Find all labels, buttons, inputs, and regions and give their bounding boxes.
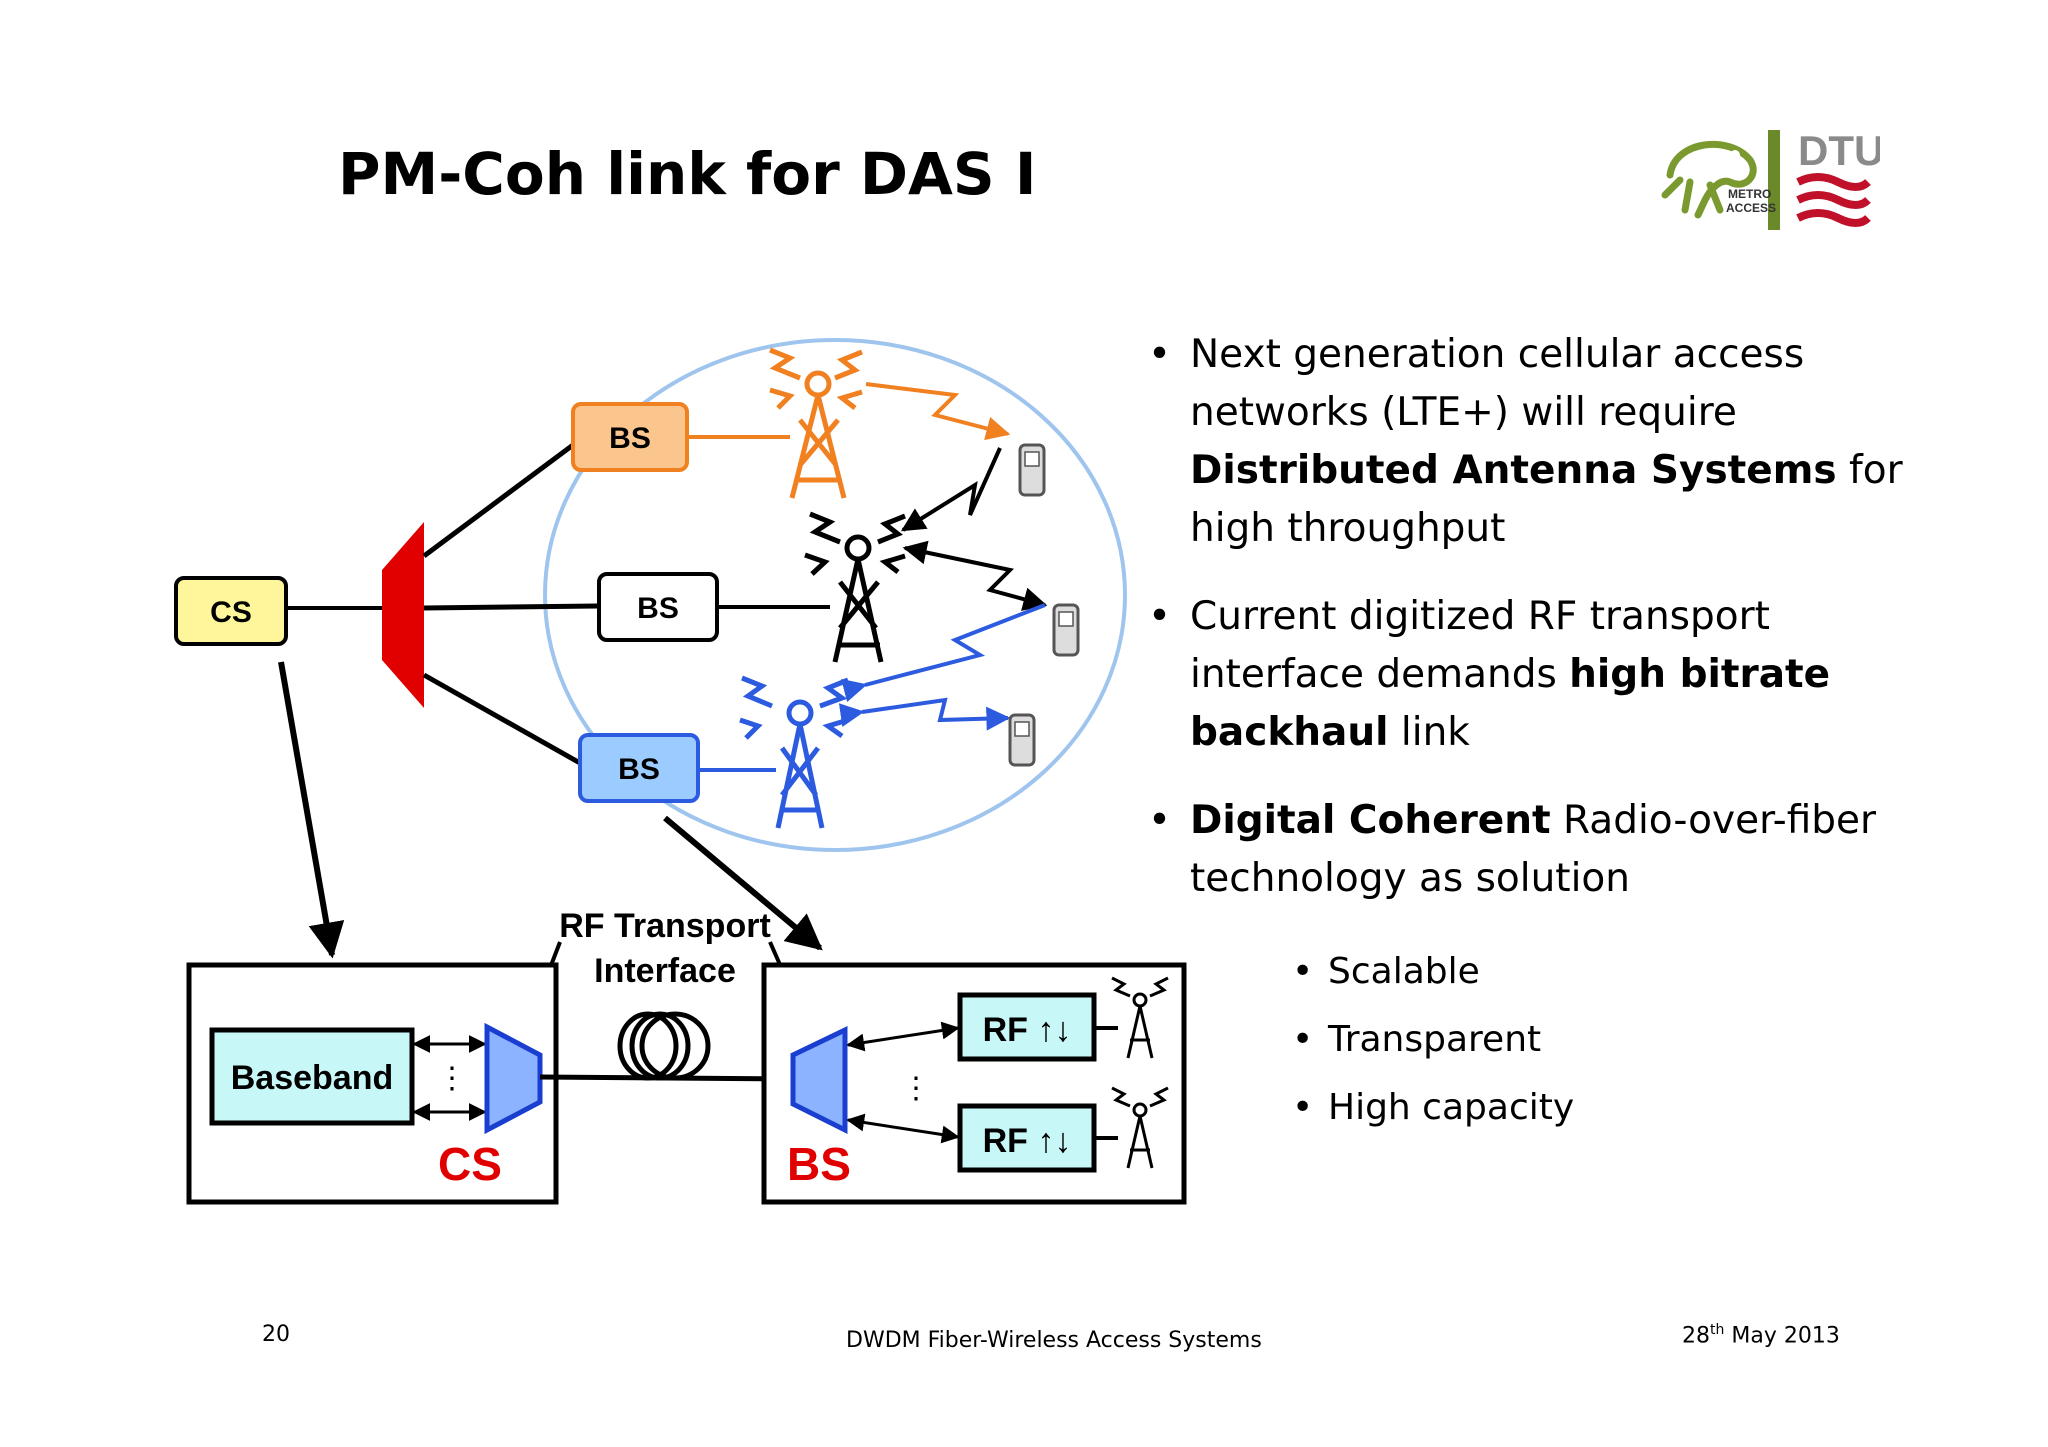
- rf-transport-label-line2: Interface: [594, 952, 736, 990]
- bs-box-label: BS: [787, 1138, 851, 1190]
- bullet-2-line1: Current digitized RF transport: [1190, 594, 1770, 639]
- sub-bullet: •Transparent: [1292, 1019, 1542, 1060]
- baseband-unit: [209, 1027, 415, 1126]
- cs-node: [174, 576, 288, 646]
- rf-unit-2-label: RF ↑↓: [983, 1122, 1072, 1160]
- cs-ellipsis: ⋮: [437, 1062, 467, 1095]
- bs-node-black-label: BS: [637, 592, 679, 625]
- das-diagram: CS BS BS BS: [174, 338, 1187, 1205]
- rf-unit-2: [957, 1103, 1097, 1173]
- dtu-logo: DTU: [1796, 127, 1880, 227]
- footer-title: DWDM Fiber-Wireless Access Systems: [846, 1328, 1262, 1353]
- bullet-1-bold: Distributed Antenna Systems: [1190, 448, 1837, 493]
- bullet-1: • Next generation cellular access networ…: [1148, 326, 2028, 558]
- bullet-3-bold: Digital Coherent: [1190, 798, 1551, 843]
- bullet-2-bold1: high bitrate: [1569, 652, 1831, 697]
- logo-area: METRO ACCESS DTU: [1661, 127, 1880, 230]
- footer-date: 28th May 2013: [1682, 1322, 1840, 1349]
- mux-icon: [484, 1022, 543, 1135]
- antenna-small-icon: [1111, 1086, 1169, 1169]
- sub-bullet: •High capacity: [1292, 1087, 1575, 1128]
- demux-icon: [790, 1026, 848, 1135]
- dtu-text: DTU: [1798, 127, 1880, 174]
- bullet-2-pre: interface demands: [1190, 652, 1570, 697]
- metro-access-logo: METRO ACCESS: [1661, 130, 1780, 230]
- bullet-2: • Current digitized RF transport interfa…: [1148, 588, 2028, 762]
- antenna-tower-orange-icon: [769, 347, 863, 499]
- rf-transport-label: RF Transport: [559, 907, 771, 945]
- bullet-1-line1: Next generation cellular access: [1190, 332, 1805, 377]
- page-number: 20: [262, 1322, 290, 1347]
- bullet-2-post: link: [1388, 710, 1470, 755]
- fiber-spool-icon: [617, 1011, 711, 1081]
- bullet-1-post: for: [1836, 448, 1903, 493]
- bullet-3-post: Radio-over-fiber: [1550, 798, 1877, 843]
- bullet-3: • Digital Coherent Radio-over-fiber tech…: [1148, 792, 2028, 908]
- metro-text: METRO: [1728, 187, 1771, 201]
- bs-node-blue-label: BS: [618, 753, 660, 786]
- cell-coverage-ellipse: [543, 338, 1127, 852]
- bullet-dot: •: [1148, 798, 1172, 843]
- slide-title: PM-Coh link for DAS I: [338, 140, 1037, 208]
- sub-bullet-list: •Scalable •Transparent •High capacity: [1292, 938, 2028, 1142]
- rf-unit-1-label: RF ↑↓: [983, 1011, 1072, 1049]
- bullet-dot: •: [1148, 594, 1172, 639]
- sub-bullet: •Scalable: [1292, 951, 1480, 992]
- bullet-3-line2: technology as solution: [1190, 856, 1631, 901]
- bullet-dot: •: [1148, 332, 1172, 377]
- antenna-small-icon: [1111, 976, 1169, 1059]
- antenna-tower-black-icon: [804, 511, 906, 663]
- mobile-phone-icon: [1052, 603, 1080, 657]
- splitter-icon: [382, 522, 424, 708]
- cs-box-label: CS: [438, 1138, 502, 1190]
- cs-node-label: CS: [210, 596, 252, 629]
- bs-ellipsis: ⋮: [901, 1072, 931, 1105]
- access-text: ACCESS: [1726, 201, 1776, 215]
- bullet-1-line4: high throughput: [1190, 506, 1506, 551]
- antenna-tower-blue-icon: [739, 675, 849, 829]
- baseband-label: Baseband: [231, 1059, 394, 1097]
- bullet-list: • Next generation cellular access networ…: [1148, 326, 2028, 1142]
- mobile-phone-icon: [1018, 443, 1046, 497]
- mobile-phone-icon: [1008, 713, 1036, 767]
- bs-node-orange-label: BS: [609, 422, 651, 455]
- bullet-1-line2: networks (LTE+) will require: [1190, 390, 1737, 435]
- bullet-2-bold2: backhaul: [1190, 710, 1389, 755]
